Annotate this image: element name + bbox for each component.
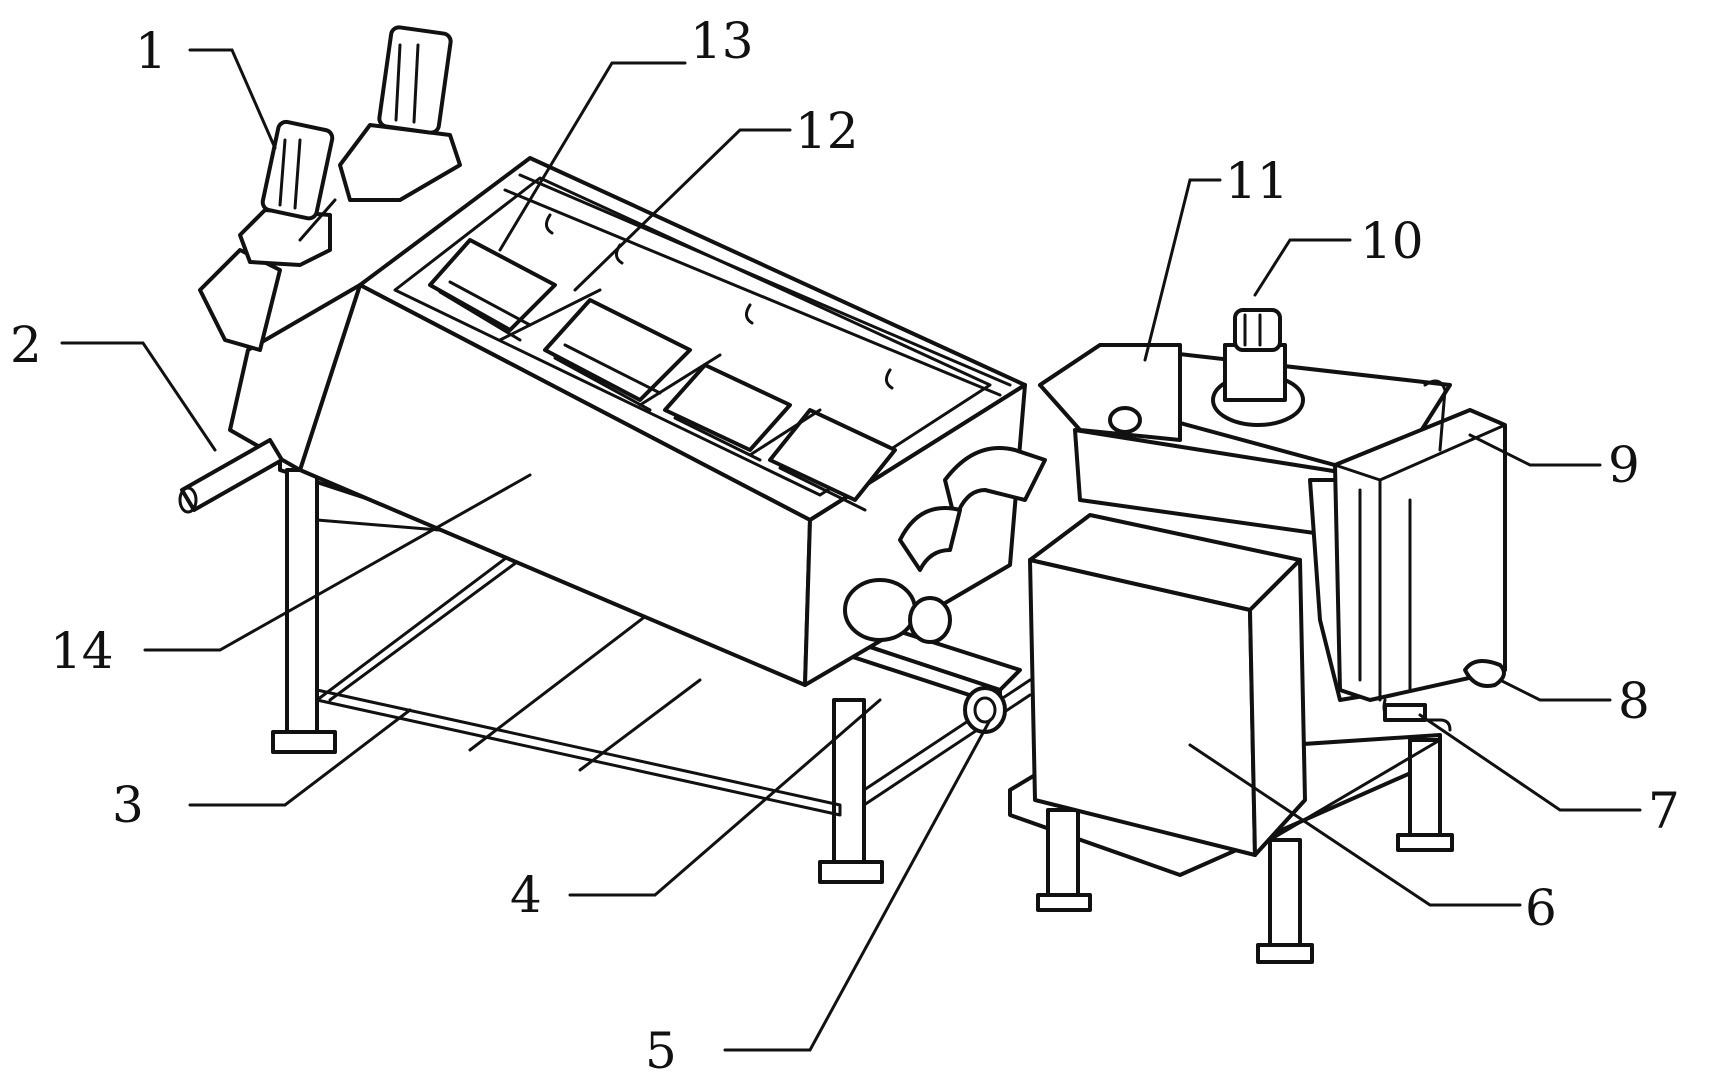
drain-valve <box>1382 698 1452 732</box>
inlet-pipe <box>178 438 284 514</box>
leader-14 <box>143 473 532 652</box>
leader-9 <box>1468 433 1602 467</box>
label-4: 4 <box>510 866 542 924</box>
leader-13 <box>498 61 687 252</box>
drive-motors <box>198 25 462 352</box>
leader-7 <box>1418 713 1642 812</box>
label-8: 8 <box>1618 672 1650 730</box>
leader-11 <box>1143 178 1222 362</box>
label-10: 10 <box>1360 212 1424 270</box>
leader-4 <box>568 698 882 897</box>
leader-2 <box>60 341 217 452</box>
label-13: 13 <box>690 12 754 70</box>
control-cabinet <box>1028 513 1307 857</box>
label-2: 2 <box>10 316 42 374</box>
label-6: 6 <box>1525 879 1557 937</box>
label-9: 9 <box>1608 436 1640 494</box>
agitator-motor <box>1211 308 1305 427</box>
leader-1 <box>188 48 277 150</box>
label-12: 12 <box>795 102 859 160</box>
leader-lines <box>60 48 1642 1052</box>
leader-6 <box>1188 743 1522 907</box>
label-14: 14 <box>50 622 114 680</box>
leader-5 <box>723 718 992 1052</box>
leader-8 <box>1498 678 1612 702</box>
callout-numbers: 1 2 3 4 5 6 7 8 9 10 11 12 13 14 <box>10 12 1680 1076</box>
filter-screens <box>428 238 897 512</box>
label-1: 1 <box>135 22 167 80</box>
label-3: 3 <box>112 776 144 834</box>
label-5: 5 <box>645 1022 677 1076</box>
label-11: 11 <box>1225 152 1289 210</box>
connecting-pipe <box>843 446 1047 734</box>
leader-3 <box>188 708 412 807</box>
label-7: 7 <box>1648 782 1680 840</box>
leader-10 <box>1253 238 1352 297</box>
leader-12 <box>573 128 792 292</box>
dosing-tank <box>1333 379 1507 702</box>
